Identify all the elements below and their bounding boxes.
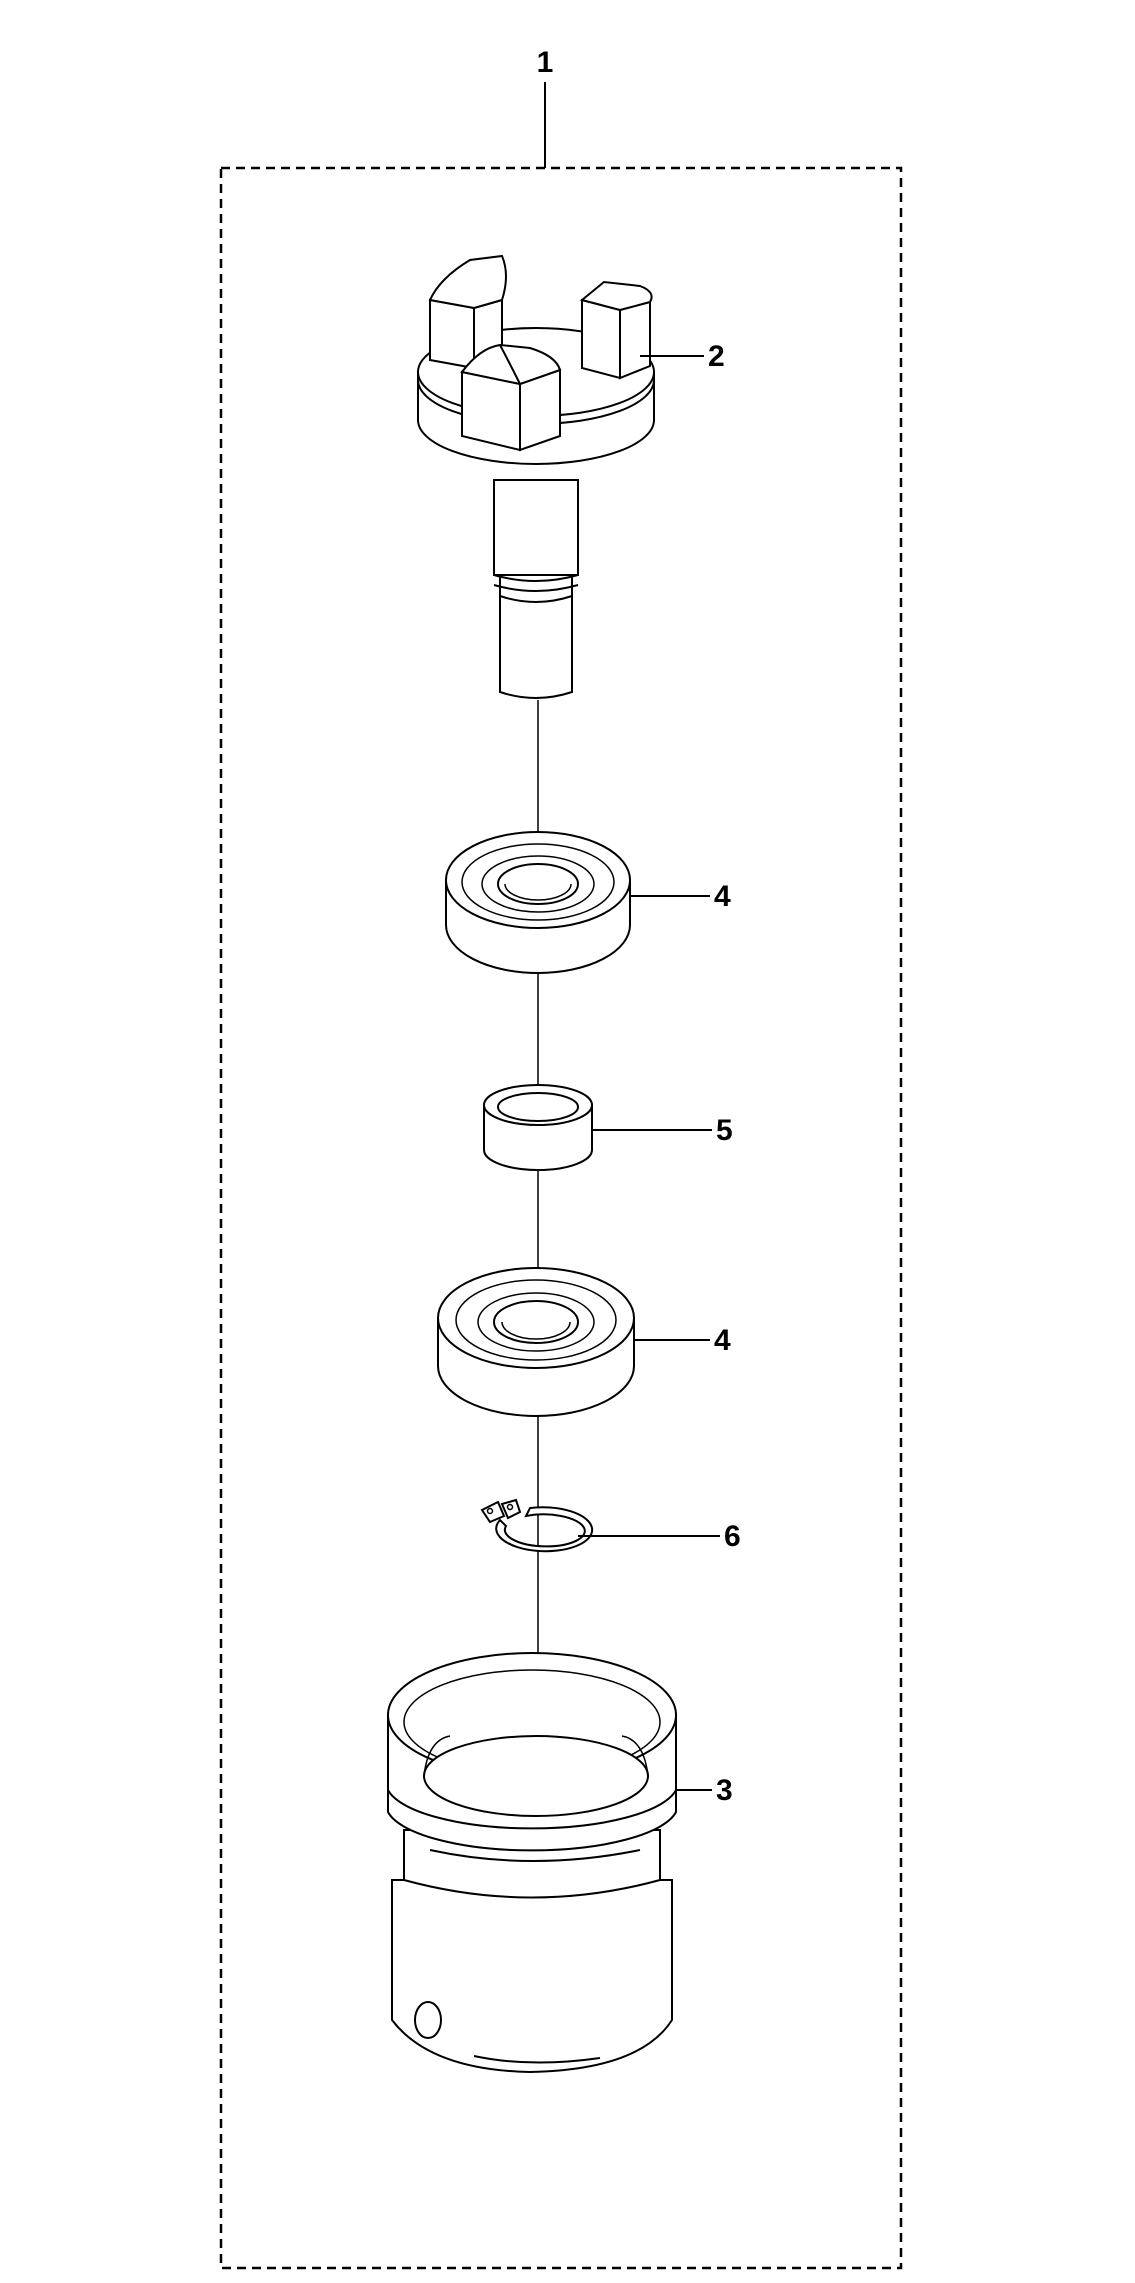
assembly-boundary [219,166,903,2270]
spacer-part [483,1084,593,1171]
callout-4a: 4 [714,880,731,913]
bearing-lower-part [437,1267,635,1417]
callout-3: 3 [716,1774,733,1807]
callout-1: 1 [537,46,554,79]
callout-4b: 4 [714,1324,731,1357]
bearing-upper-part [445,831,631,974]
callout-5: 5 [716,1114,733,1147]
housing-part [387,1652,677,2074]
callout-2: 2 [708,340,725,373]
circlip-part [480,1498,594,1553]
callout-6: 6 [724,1520,741,1553]
rotor-part [417,254,655,699]
